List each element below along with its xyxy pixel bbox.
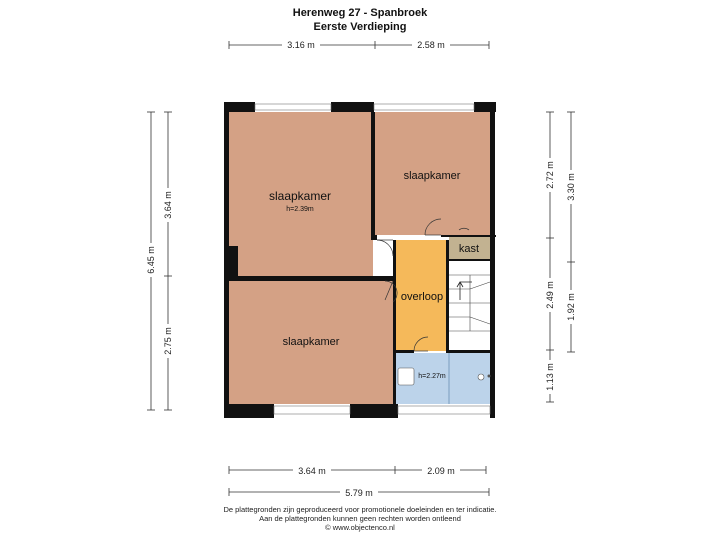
dim-bottom-total: 5.79 m [345, 488, 373, 498]
label-bedroom-1-height: h=2.39m [286, 206, 314, 213]
dim-left-upper: 3.64 m [163, 191, 173, 219]
plan-subtitle: Eerste Verdieping [314, 21, 407, 33]
bathroom-sink-icon [397, 367, 415, 386]
room-bedroom-1 [229, 112, 373, 276]
room-landing [396, 240, 448, 351]
dim-left-lower: 2.75 m [163, 327, 173, 355]
right-dimension-lines [546, 111, 575, 403]
footer-disclaimer-1: De plattegronden zijn geproduceerd voor … [223, 505, 496, 514]
staircase [449, 274, 491, 332]
room-bedroom-3 [229, 281, 393, 404]
label-bedroom-3: slaapkamer [283, 336, 340, 348]
dim-bottom-right: 2.09 m [427, 466, 455, 476]
dim-right-inner-1: 2.72 m [545, 161, 555, 189]
room-stairs [449, 261, 490, 351]
room-bedroom-2 [373, 112, 491, 235]
dim-left-total: 6.45 m [146, 246, 156, 274]
label-closet: kast [459, 243, 479, 255]
plan-title: Herenweg 27 - Spanbroek [293, 7, 428, 19]
dim-right-inner-3: 1.13 m [545, 363, 555, 391]
dim-top-left: 3.16 m [287, 40, 315, 50]
door-swings [376, 218, 470, 352]
dim-right-outer-1: 3.30 m [566, 173, 576, 201]
dim-top-right: 2.58 m [417, 40, 445, 50]
walls [224, 102, 496, 418]
footer-disclaimer-2: Aan de plattegronden kunnen geen rechten… [259, 514, 461, 523]
label-bedroom-1: slaapkamer [269, 189, 331, 203]
windows [254, 103, 491, 415]
footer-copyright: © www.objectenco.nl [325, 523, 395, 532]
label-landing: overloop [401, 291, 443, 303]
label-bathroom-height: h=2.27m [418, 373, 446, 380]
bathroom-fixtures [397, 353, 491, 404]
label-bedroom-2: slaapkamer [404, 170, 461, 182]
dim-right-outer-2: 1.92 m [566, 293, 576, 321]
dim-bottom-left: 3.64 m [298, 466, 326, 476]
dim-right-inner-2: 2.49 m [545, 281, 555, 309]
room-closet [449, 237, 490, 259]
shower-drain-icon [477, 373, 485, 381]
